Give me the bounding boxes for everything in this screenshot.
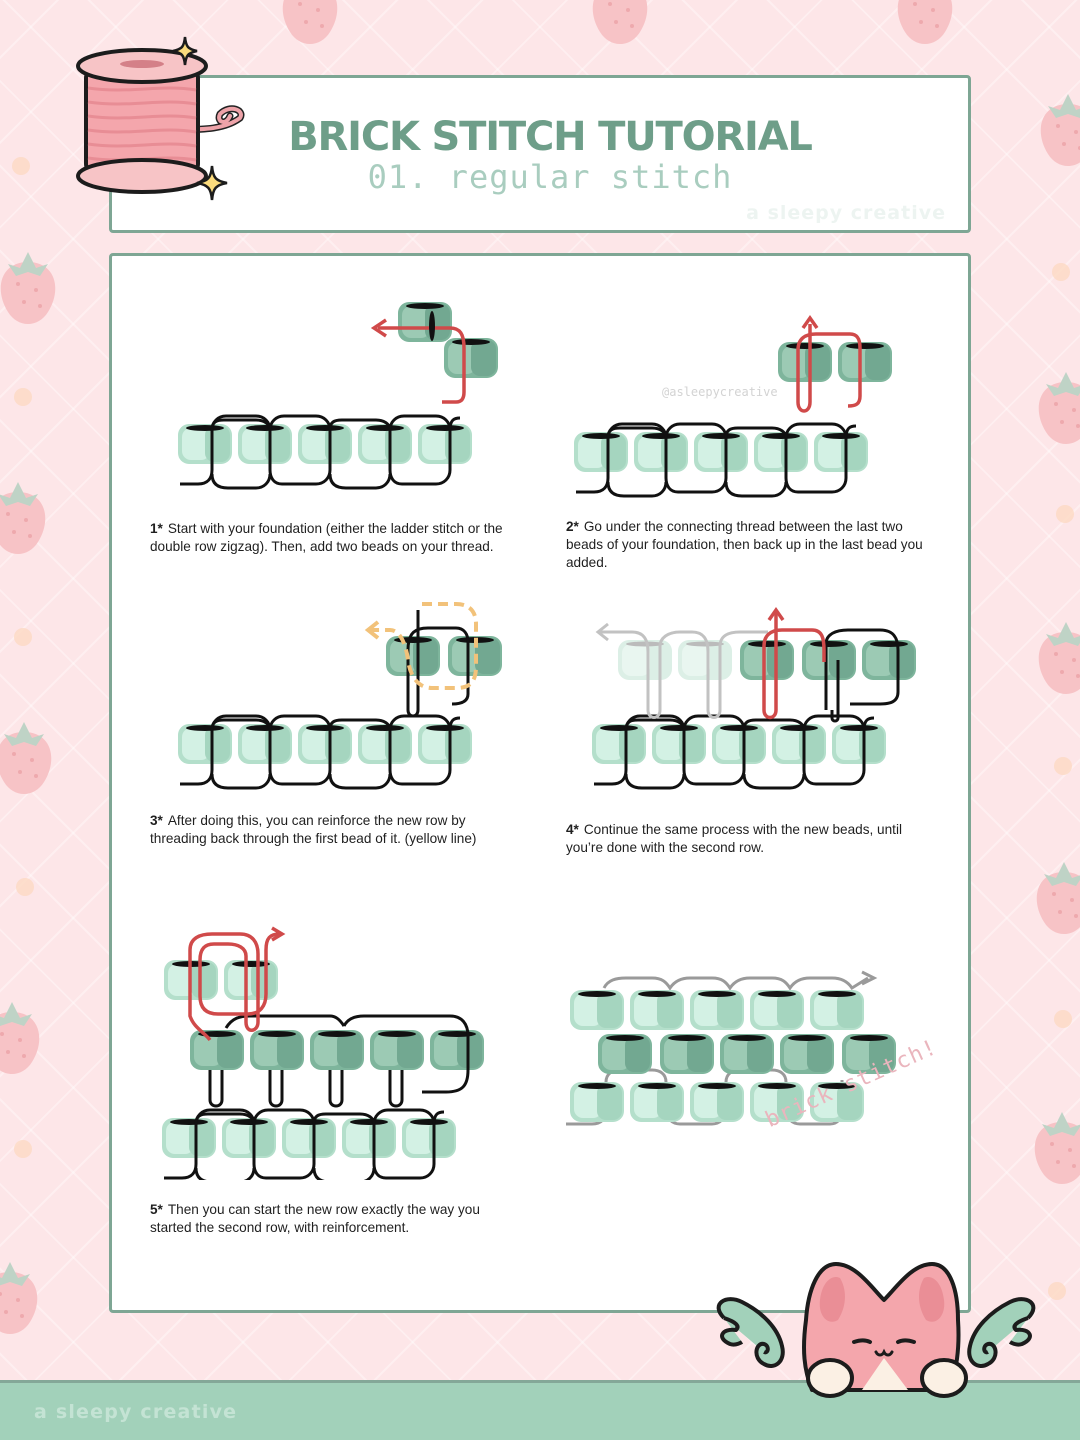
decor-dot — [1054, 1010, 1072, 1028]
decor-dot — [14, 628, 32, 646]
step-1-diagram — [178, 302, 498, 490]
step-number: 3* — [150, 813, 163, 828]
decor-dot — [1056, 505, 1074, 523]
decor-dot — [1054, 757, 1072, 775]
thread-spool-icon — [76, 48, 245, 194]
step-description: Start with your foundation (either the l… — [150, 521, 503, 554]
header-watermark: a sleepy creative — [746, 202, 946, 224]
step-description: Continue the same process with the new b… — [566, 822, 902, 855]
step-5-diagram — [162, 926, 484, 1180]
step-2-diagram: @asleepycreative — [574, 314, 892, 498]
step-1-caption: 1*Start with your foundation (either the… — [150, 520, 520, 556]
decor-dot — [12, 157, 30, 175]
winged-cat-icon — [716, 1262, 1036, 1398]
step-number: 5* — [150, 1202, 163, 1217]
step-number: 4* — [566, 822, 579, 837]
page-title: BRICK STITCH TUTORIAL — [288, 114, 813, 160]
step-description: After doing this, you can reinforce the … — [150, 813, 477, 846]
decor-dot — [1052, 263, 1070, 281]
decor-dot — [14, 1140, 32, 1158]
step-number: 1* — [150, 521, 163, 536]
header-card: BRICK STITCH TUTORIAL 01. regular stitch… — [109, 75, 971, 233]
step-description: Then you can start the new row exactly t… — [150, 1202, 480, 1235]
step-4-diagram — [592, 606, 916, 790]
step-3-diagram — [178, 602, 502, 790]
final-brick-stitch-diagram — [566, 970, 896, 1126]
decor-dot — [1048, 1282, 1066, 1300]
step-3-caption: 3*After doing this, you can reinforce th… — [150, 812, 490, 848]
watermark-handle: @asleepycreative — [662, 385, 778, 399]
decor-dot — [16, 878, 34, 896]
step-2-caption: 2*Go under the connecting thread between… — [566, 518, 936, 572]
step-description: Go under the connecting thread between t… — [566, 519, 923, 570]
step-4-caption: 4*Continue the same process with the new… — [566, 821, 926, 857]
step-number: 2* — [566, 519, 579, 534]
footer-brand: a sleepy creative — [34, 1401, 238, 1423]
step-5-caption: 5*Then you can start the new row exactly… — [150, 1201, 500, 1237]
decor-dot — [14, 388, 32, 406]
page-subtitle: 01. regular stitch — [367, 158, 733, 196]
